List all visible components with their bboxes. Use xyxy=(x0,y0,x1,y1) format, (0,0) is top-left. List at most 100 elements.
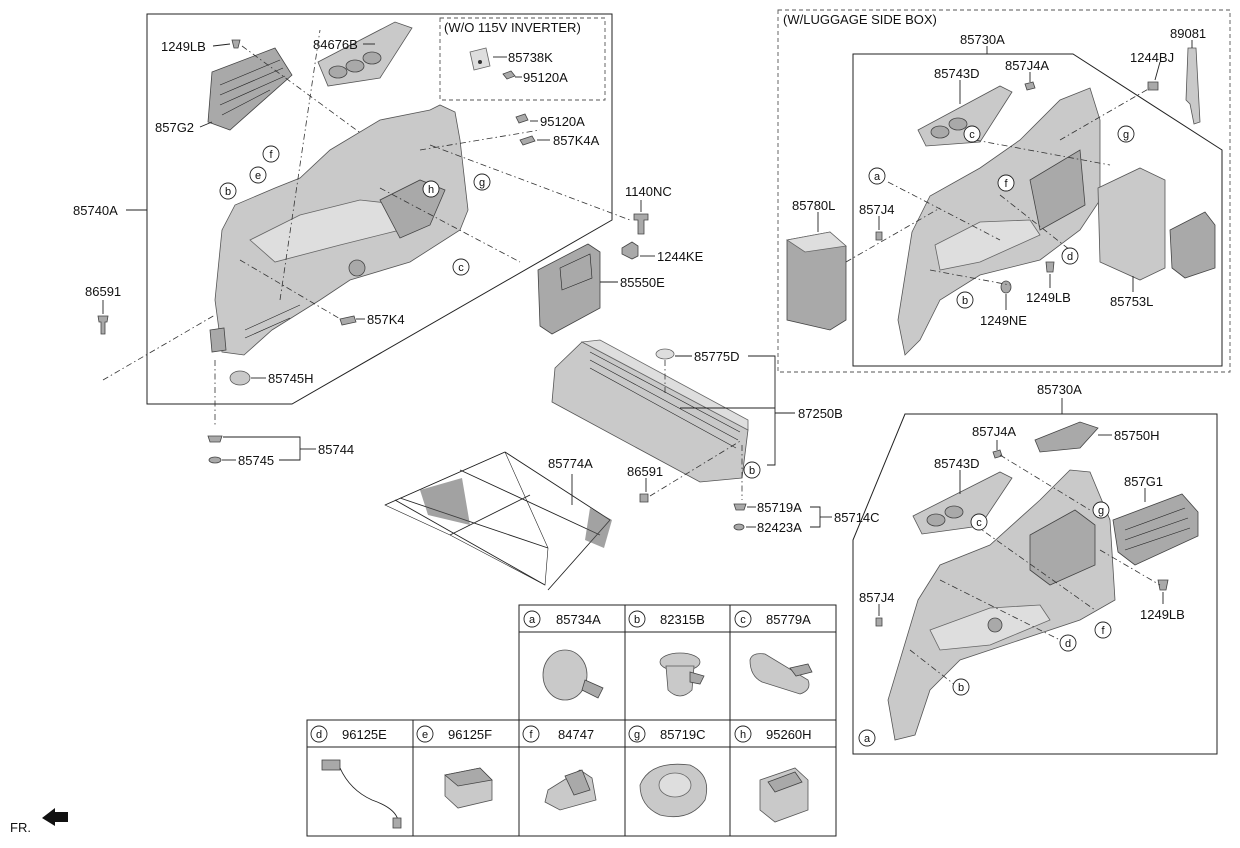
inverter-box-header: (W/O 115V INVERTER) xyxy=(444,20,581,35)
svg-text:f: f xyxy=(269,149,273,161)
callout-c-left: c xyxy=(452,258,470,276)
part-86591-pin-a xyxy=(97,315,109,335)
dashline-lug-d xyxy=(999,194,1071,251)
cover-grille xyxy=(559,253,593,291)
table-cell-f: f 84747 xyxy=(522,725,594,743)
callout-b-luggage: b xyxy=(956,291,974,309)
label-857J4-a: 857J4 xyxy=(859,202,894,217)
svg-text:95260H: 95260H xyxy=(766,727,812,742)
label-85743D-b: 85743D xyxy=(934,456,980,471)
part-857K4-clip xyxy=(339,315,357,326)
trim-panel-speaker xyxy=(348,259,366,277)
label-1249LB-a: 1249LB xyxy=(161,39,206,54)
parts-table xyxy=(306,604,837,837)
label-95120A-b: 95120A xyxy=(523,70,568,85)
right-trim-compartment xyxy=(1029,509,1096,586)
label-1249LB-c: 1249LB xyxy=(1140,607,1185,622)
left-assembly-frame xyxy=(146,13,613,405)
callout-c-luggage: c xyxy=(963,125,981,143)
label-84676B: 84676B xyxy=(313,37,358,52)
callout-a-luggage: a xyxy=(868,167,886,185)
callout-f-luggage: f xyxy=(997,174,1015,192)
leader-1249LB-a xyxy=(212,43,231,47)
label-1249NE: 1249NE xyxy=(980,313,1027,328)
table-cell-e: e 96125F xyxy=(416,725,492,743)
right-trim-panel xyxy=(887,469,1116,741)
table-cell-b: b 82315B xyxy=(628,610,705,628)
part-85719C-clip-icon xyxy=(639,763,708,818)
svg-text:c: c xyxy=(458,262,464,274)
svg-text:a: a xyxy=(874,171,881,183)
label-857J4A-a: 857J4A xyxy=(1005,58,1049,73)
trim-panel-bottom-tab xyxy=(209,327,227,353)
label-85750H: 85750H xyxy=(1114,428,1160,443)
dashline-panel-2 xyxy=(379,187,521,263)
bezel-switch-1 xyxy=(328,65,348,79)
part-1140NC-bolt xyxy=(633,213,649,235)
part-82423A-washer xyxy=(733,523,745,531)
svg-text:g: g xyxy=(1123,129,1129,141)
label-85743D-a: 85743D xyxy=(934,66,980,81)
svg-text:e: e xyxy=(255,170,261,182)
label-85744: 85744 xyxy=(318,442,354,457)
callout-f-left: f xyxy=(262,145,280,163)
part-85738K-dot xyxy=(478,60,482,64)
part-857K4A-clip xyxy=(519,135,536,146)
part-95120A-clip-icon xyxy=(502,70,516,80)
svg-text:d: d xyxy=(316,729,322,741)
callout-b-center: b xyxy=(743,461,761,479)
luggage-box-header: (W/LUGGAGE SIDE BOX) xyxy=(783,12,937,27)
svg-text:b: b xyxy=(749,465,755,477)
bezel-switch-3 xyxy=(362,51,382,65)
bezel-a-switch-1 xyxy=(930,125,950,139)
part-85745-ring xyxy=(208,456,222,464)
bezel-b-switch-1 xyxy=(926,513,946,527)
part-857J4A-clip-b xyxy=(992,449,1003,459)
part-85774A-cargo-net xyxy=(384,451,612,591)
label-85780L: 85780L xyxy=(792,198,835,213)
svg-text:c: c xyxy=(969,129,975,141)
grille-857G1-pattern xyxy=(1124,507,1191,551)
svg-text:f: f xyxy=(1004,178,1008,190)
part-89081-bracket xyxy=(1185,47,1201,125)
part-1249LB-bolt-a xyxy=(231,39,241,49)
label-85738K: 85738K xyxy=(508,50,553,65)
svg-text:84747: 84747 xyxy=(558,727,594,742)
part-1244BJ-bolt xyxy=(1147,81,1159,91)
dashline-1244BJ xyxy=(1059,87,1151,141)
svg-text:d: d xyxy=(1067,251,1073,263)
label-85719A: 85719A xyxy=(757,500,802,515)
callout-g-left: g xyxy=(473,173,491,191)
table-cell-d: d 96125E xyxy=(310,725,387,743)
callout-h-left: h xyxy=(422,180,440,198)
dashline-rb-c xyxy=(974,524,1096,611)
dashline-panel-1 xyxy=(239,259,343,321)
callout-e-left: e xyxy=(249,166,267,184)
part-1249NE-fastener xyxy=(1000,280,1012,294)
label-857G1: 857G1 xyxy=(1124,474,1163,489)
label-86591-a: 86591 xyxy=(85,284,121,299)
label-857K4A: 857K4A xyxy=(553,133,600,148)
label-1244BJ: 1244BJ xyxy=(1130,50,1174,65)
svg-text:96125F: 96125F xyxy=(448,727,492,742)
part-85779A-trim-icon xyxy=(749,653,813,695)
part-1244KE-screw xyxy=(621,241,639,260)
dashline-1140NC xyxy=(429,144,631,221)
svg-text:c: c xyxy=(740,614,746,626)
dashline-bezel xyxy=(279,29,321,301)
label-89081: 89081 xyxy=(1170,26,1206,41)
dashline-lug-b xyxy=(929,269,1011,286)
dashline-lug-c xyxy=(974,139,1111,166)
side-box-front xyxy=(1169,211,1216,279)
part-85745H-cap xyxy=(229,370,251,386)
callout-g-right: g xyxy=(1092,501,1110,519)
svg-text:h: h xyxy=(740,729,746,741)
label-86591-b: 86591 xyxy=(627,464,663,479)
trim-panel-vents xyxy=(244,304,301,339)
dashline-1249LB-c xyxy=(1099,549,1161,586)
label-85730A-b: 85730A xyxy=(1037,382,1082,397)
bezel-b-switch-2 xyxy=(944,505,964,519)
luggage-trim-shelf xyxy=(934,219,1041,271)
part-96125E-cable-icon xyxy=(321,759,402,829)
